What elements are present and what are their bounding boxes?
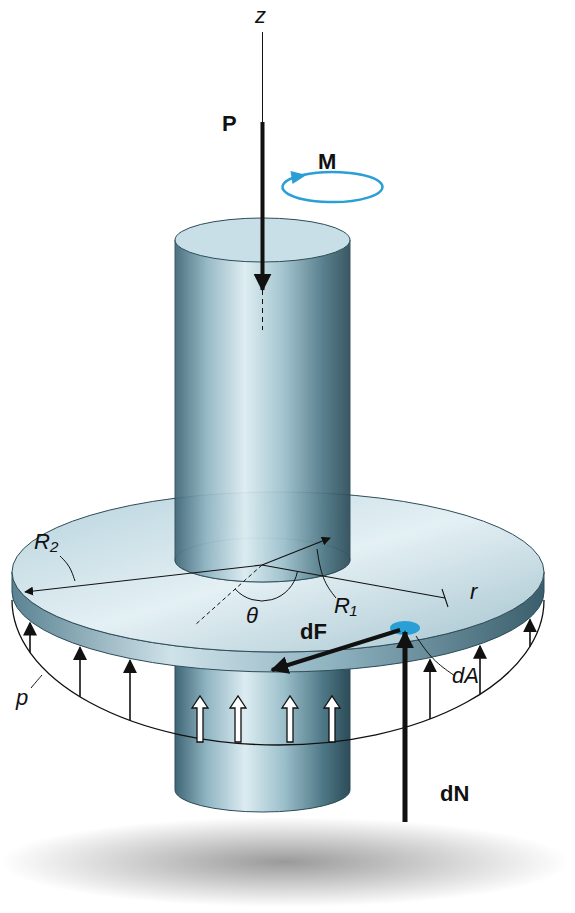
z-axis-hidden	[262, 290, 263, 330]
moment-arc	[283, 172, 383, 202]
pressure-arrow	[29, 623, 31, 653]
upper-shaft	[175, 240, 350, 582]
normal-force-arrow	[403, 632, 408, 822]
axial-load-arrow	[261, 122, 265, 290]
pressure-arrow-hollow	[192, 696, 208, 742]
moment-label: M	[318, 150, 336, 174]
z-axis	[262, 32, 263, 128]
radius-line-inner	[262, 538, 330, 565]
radius-tick	[442, 589, 448, 607]
dimension-label: r	[470, 580, 477, 604]
force-label: P	[222, 112, 237, 136]
pressure-arrow	[129, 660, 131, 720]
pressure-arrow-hollow	[230, 696, 246, 742]
radius-line-outer	[25, 565, 262, 592]
friction-force-arrow	[272, 630, 400, 670]
leader-line	[317, 549, 336, 598]
axis-label: z	[255, 4, 266, 28]
force-label: dN	[440, 782, 469, 806]
pressure-arrow	[529, 620, 531, 647]
leader-line	[416, 636, 455, 676]
area-label: dA	[452, 664, 479, 688]
pressure-arrow	[479, 646, 481, 694]
pressure-arrow-hollow	[282, 696, 298, 742]
moment-arrowhead	[291, 171, 307, 184]
pressure-arrow-hollow	[324, 696, 340, 742]
leader-line	[60, 556, 75, 581]
pressure-label: p	[16, 686, 28, 710]
dimension-label: R₁	[334, 594, 357, 618]
ground-shadow	[0, 817, 570, 907]
force-label: dF	[300, 620, 327, 644]
angle-arc	[235, 571, 297, 601]
pressure-arrow	[79, 647, 81, 696]
angle-label: θ	[246, 604, 258, 628]
leader-line	[31, 675, 42, 688]
dimension-label: R₂	[34, 530, 58, 554]
pressure-arrow	[429, 660, 431, 719]
